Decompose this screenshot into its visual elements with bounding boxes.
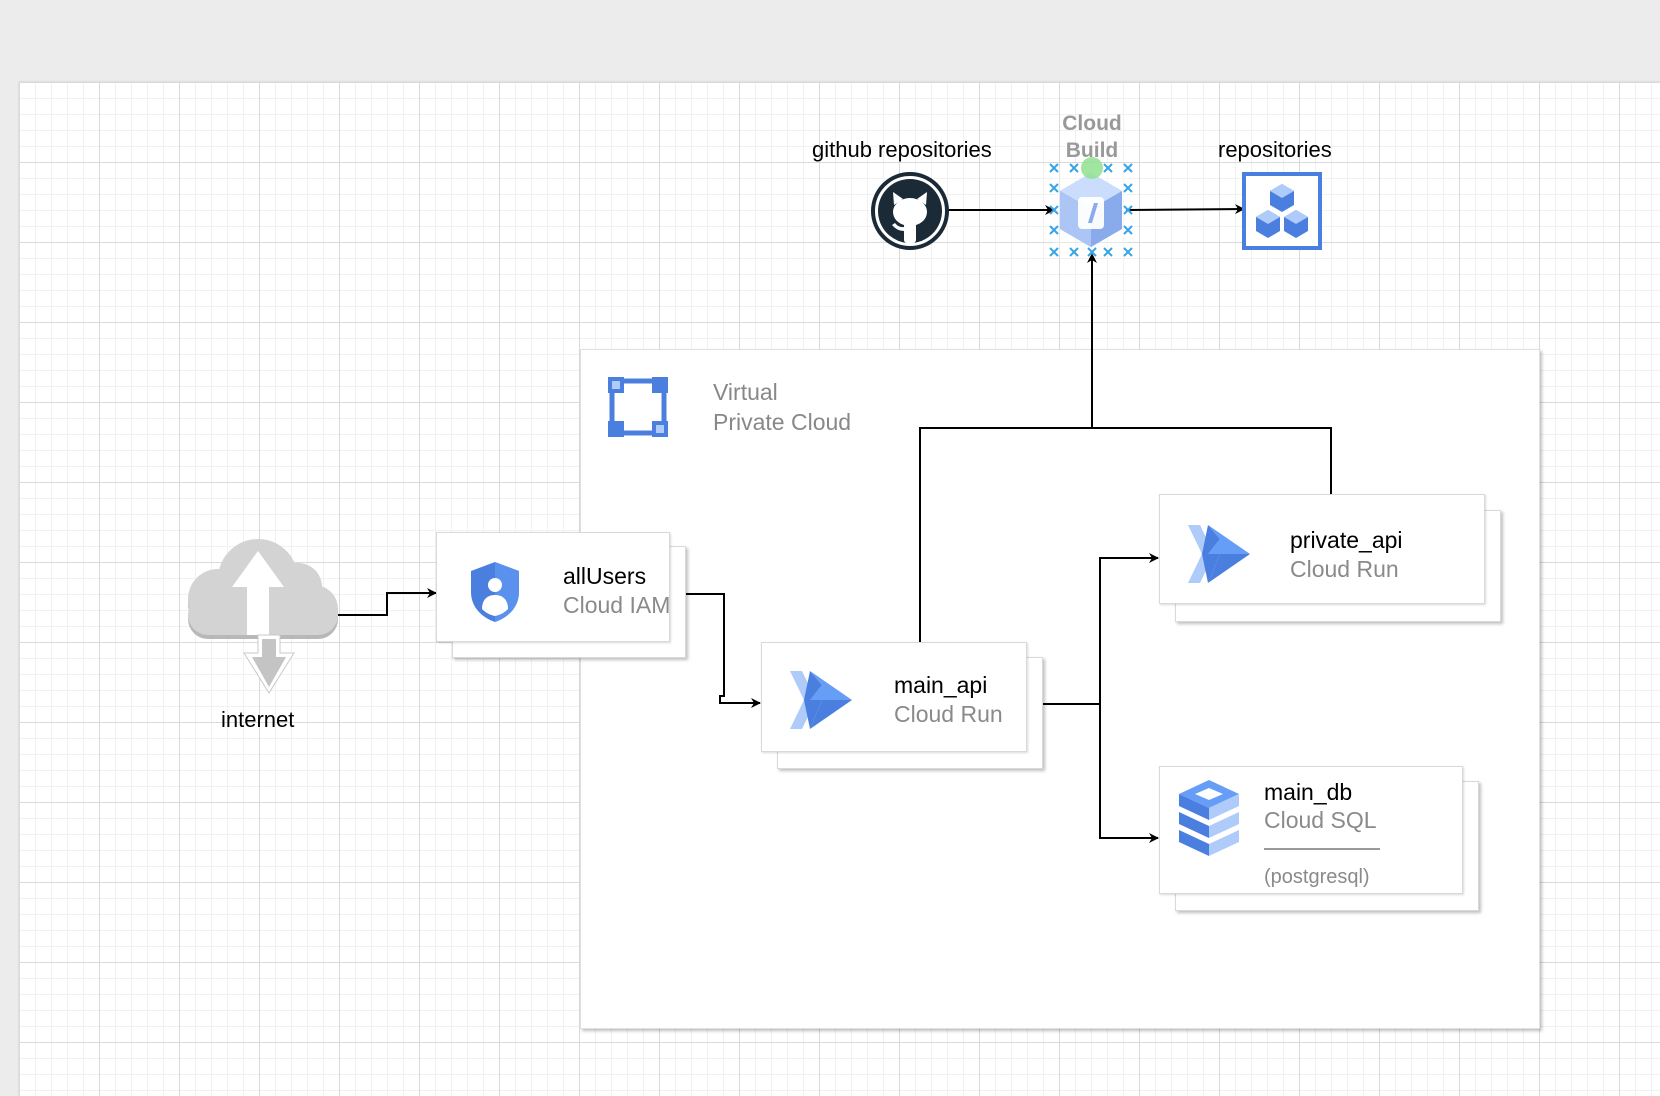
- cloud-build-label: Cloud Build: [1062, 112, 1122, 162]
- edge-allusers-to-mainapi: [685, 593, 761, 708]
- edge-mainapi-to-privateapi: [1041, 553, 1159, 705]
- privateapi-type: Cloud Run: [1290, 556, 1399, 582]
- github-label: github repositories: [812, 137, 992, 162]
- cloud-run-icon: [790, 671, 852, 729]
- mainapi-name: main_api: [894, 672, 988, 698]
- vpc-label: Virtual Private Cloud: [713, 379, 852, 435]
- maindb-divider: [1264, 848, 1380, 850]
- github-icon[interactable]: [871, 171, 949, 251]
- selection-handles[interactable]: [1048, 157, 1134, 260]
- allusers-name: allUsers: [563, 563, 647, 589]
- edge-mainapi-to-maindb: [1099, 704, 1159, 843]
- allusers-type: Cloud IAM: [563, 592, 671, 618]
- edge-cloudbuild-to-repositories: [1125, 204, 1245, 215]
- cloud-sql-icon: [1179, 780, 1239, 856]
- artifact-registry-icon[interactable]: [1242, 172, 1322, 250]
- repositories-label: repositories: [1218, 137, 1332, 162]
- cloud-run-icon: [1188, 525, 1250, 583]
- edge-mainapi-to-cloudbuild: [919, 253, 1097, 642]
- cloud-build-icon[interactable]: [1054, 167, 1128, 255]
- privateapi-name: private_api: [1290, 527, 1403, 553]
- vpc-container[interactable]: [580, 349, 1540, 1029]
- rotate-handle: [1081, 157, 1103, 179]
- maindb-note: (postgresql): [1264, 866, 1370, 888]
- edge-internet-to-allusers: [338, 588, 437, 616]
- internet-label: internet: [221, 707, 295, 732]
- maindb-name: main_db: [1264, 779, 1353, 805]
- mainapi-type: Cloud Run: [894, 701, 1003, 727]
- cloud-iam-icon: [471, 562, 519, 622]
- maindb-type: Cloud SQL: [1264, 807, 1377, 833]
- vpc-icon: [608, 377, 668, 437]
- internet-cloud-icon[interactable]: [180, 537, 342, 697]
- edge-privateapi-to-cloudbuild: [1092, 427, 1332, 494]
